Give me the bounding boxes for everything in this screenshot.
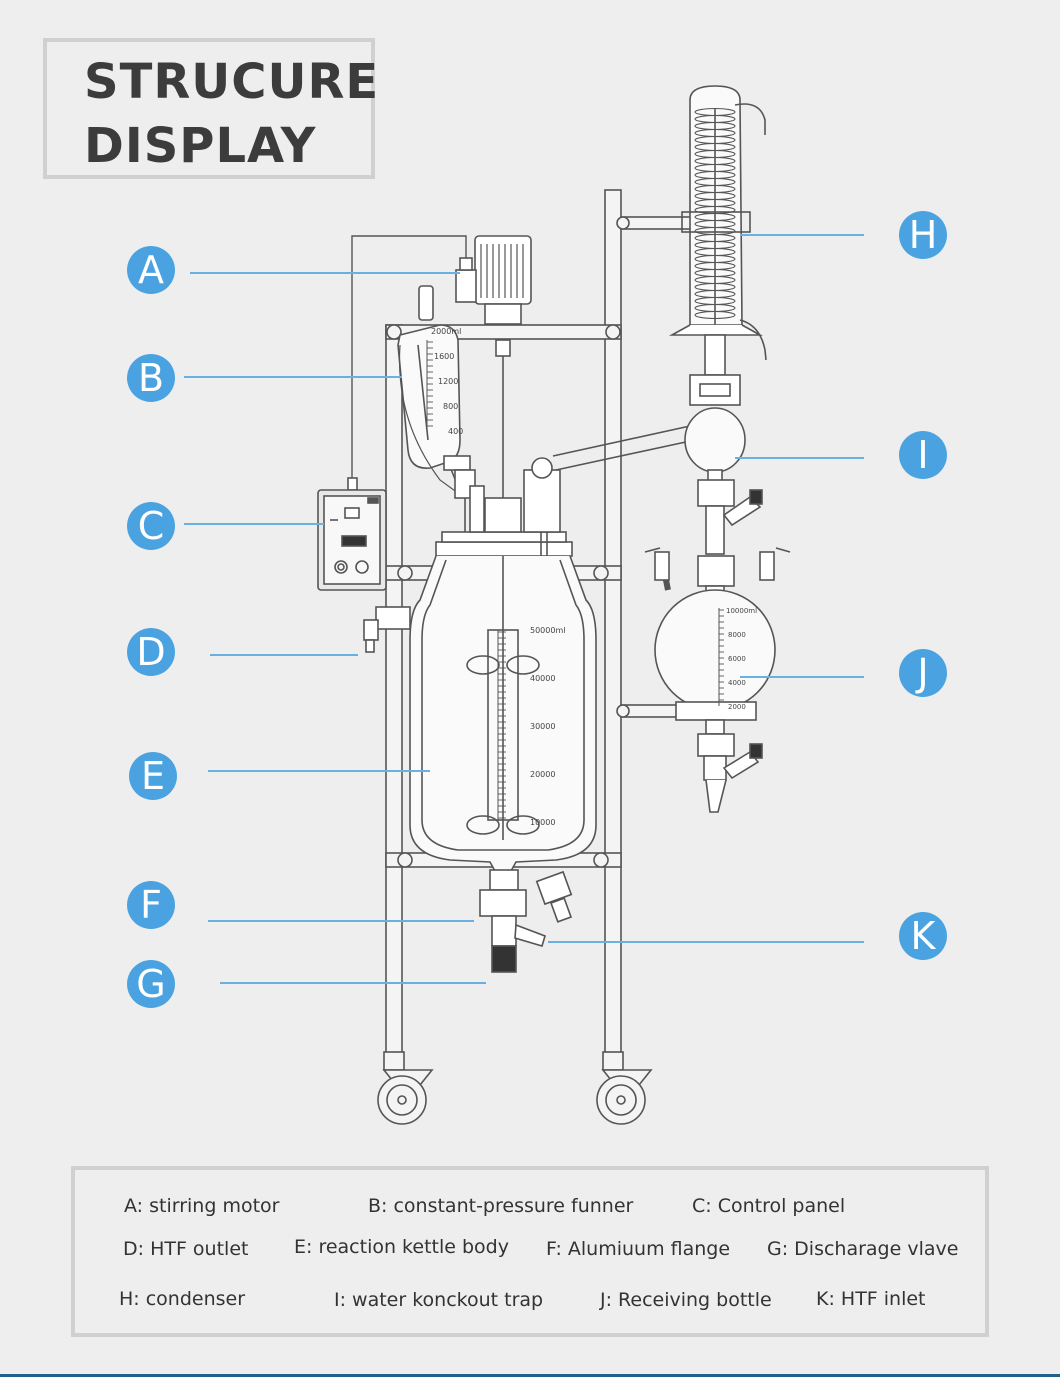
caster-right bbox=[596, 1051, 653, 1125]
label-badge-c: C bbox=[127, 502, 175, 550]
title-line-1: STRUCURE bbox=[84, 54, 380, 110]
label-badge-e: E bbox=[129, 752, 177, 800]
leader-line-e bbox=[208, 770, 430, 772]
legend-item-h: H: condenser bbox=[119, 1288, 246, 1310]
label-badge-f: F bbox=[127, 881, 175, 929]
legend-item-d: D: HTF outlet bbox=[123, 1238, 249, 1260]
funnel-scale-label: 1200 bbox=[438, 377, 458, 386]
label-badge-b: B bbox=[127, 354, 175, 402]
kettle-scale-label: 10000 bbox=[530, 818, 555, 827]
funnel-drawing bbox=[397, 285, 476, 595]
legend-item-f: F: Alumiuum flange bbox=[546, 1238, 731, 1260]
funnel-scale-label: 2000ml bbox=[431, 327, 461, 336]
legend-item-c: C: Control panel bbox=[692, 1195, 846, 1217]
funnel-scale-label: 800 bbox=[443, 402, 458, 411]
kettle-scale-label: 30000 bbox=[530, 722, 555, 731]
kettle-scale-label: 40000 bbox=[530, 674, 555, 683]
kettle-scale-label: 20000 bbox=[530, 770, 555, 779]
title-line-2: DISPLAY bbox=[84, 118, 317, 174]
label-badge-d: D bbox=[127, 628, 175, 676]
leader-line-a bbox=[190, 272, 460, 274]
receiving-bottle-drawing bbox=[644, 547, 791, 813]
discharge-valve-drawing bbox=[479, 869, 573, 973]
leader-line-k bbox=[548, 941, 864, 943]
leader-line-b bbox=[184, 376, 402, 378]
bottom-bar bbox=[0, 1374, 1060, 1377]
bottle-scale-label: 2000 bbox=[728, 703, 746, 711]
label-badge-g: G bbox=[127, 960, 175, 1008]
leader-line-h bbox=[740, 234, 864, 236]
legend-item-b: B: constant-pressure funner bbox=[368, 1195, 634, 1217]
reactor-diagram: 2000ml 1600 1200 800 400 50000ml 40000 3… bbox=[317, 85, 791, 1125]
leader-line-f bbox=[208, 920, 474, 922]
bottle-scale-label: 10000ml bbox=[726, 607, 757, 615]
label-badge-h: H bbox=[899, 211, 947, 259]
condenser-drawing bbox=[668, 85, 767, 587]
label-badge-j: J bbox=[899, 649, 947, 697]
label-badge-i: I bbox=[899, 431, 947, 479]
leader-line-j bbox=[740, 676, 864, 678]
reaction-kettle-drawing bbox=[363, 555, 597, 887]
legend-item-k: K: HTF inlet bbox=[816, 1288, 926, 1310]
funnel-scale-label: 400 bbox=[448, 427, 463, 436]
legend-item-a: A: stirring motor bbox=[124, 1195, 280, 1217]
funnel-scale-label: 1600 bbox=[434, 352, 454, 361]
legend-item-e: E: reaction kettle body bbox=[294, 1236, 509, 1258]
bottle-scale-label: 8000 bbox=[728, 631, 746, 639]
frame-pole-left bbox=[385, 324, 403, 1056]
bottle-scale-label: 6000 bbox=[728, 655, 746, 663]
kettle-scale-label: 50000ml bbox=[530, 626, 565, 635]
control-panel-drawing bbox=[317, 477, 387, 591]
title-box: STRUCURE DISPLAY bbox=[43, 38, 378, 179]
leader-line-d bbox=[210, 654, 358, 656]
stirring-motor-drawing bbox=[455, 235, 532, 545]
legend-item-i: I: water konckout trap bbox=[334, 1289, 544, 1311]
bottle-scale-label: 4000 bbox=[728, 679, 746, 687]
frame-arm-bottle bbox=[620, 704, 682, 718]
label-badge-a: A bbox=[127, 246, 175, 294]
label-badge-k: K bbox=[899, 912, 947, 960]
leader-line-c bbox=[184, 523, 324, 525]
legend-item-g: G: Discharage vlave bbox=[767, 1238, 959, 1260]
leader-line-i bbox=[735, 457, 864, 459]
frame-pole-right bbox=[604, 189, 622, 1056]
legend-item-j: J: Receiving bottle bbox=[600, 1289, 772, 1311]
caster-left bbox=[377, 1051, 434, 1125]
leader-line-g bbox=[220, 982, 486, 984]
frame-arm-condenser bbox=[620, 216, 692, 230]
legend-box: A: stirring motor B: constant-pressure f… bbox=[71, 1166, 989, 1337]
kettle-lid bbox=[435, 541, 573, 557]
